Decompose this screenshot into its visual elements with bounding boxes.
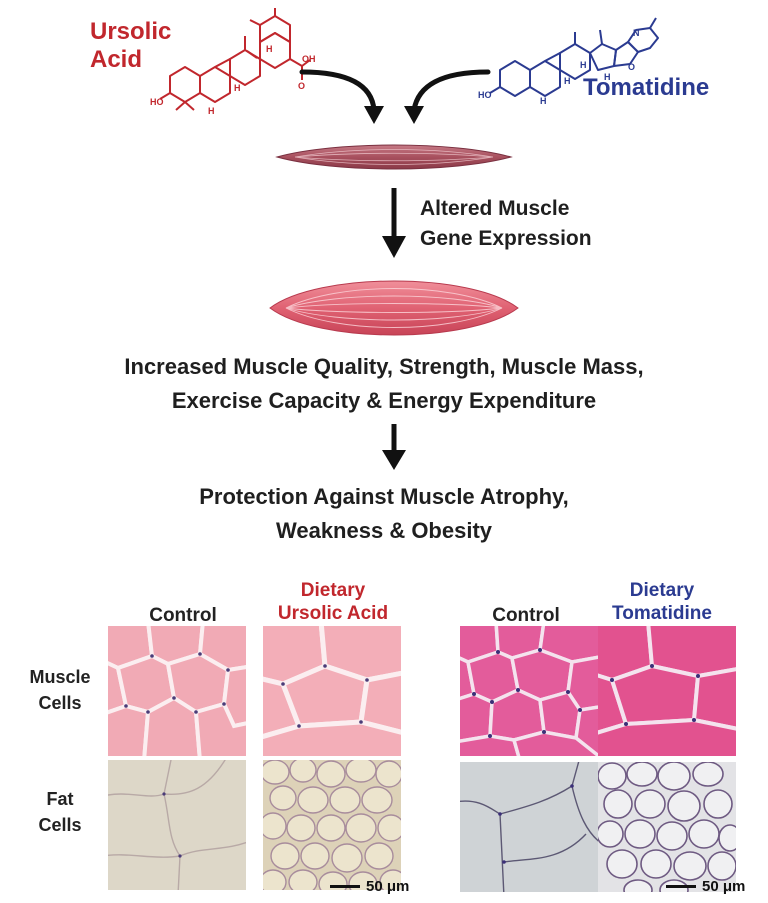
tomatidine-title: Tomatidine: [583, 74, 710, 101]
fat-cells-line1: Fat: [46, 789, 74, 809]
left-treatment-header: Dietary Ursolic Acid: [253, 579, 413, 625]
ursolic-h-label-2: H: [234, 83, 241, 93]
muscle-cells-row-label: Muscle Cells: [15, 664, 105, 716]
tomatidine-n-label: N: [633, 28, 640, 38]
right-scale-label: 50 μm: [702, 878, 746, 895]
right-scale-bar: 50 μm: [666, 878, 745, 895]
ursolic-h-label-1: H: [208, 106, 215, 116]
muscle-after-icon: [269, 280, 519, 336]
tomatidine-h-label-3: H: [580, 60, 587, 70]
outcome-increased-muscle: Increased Muscle Quality, Strength, Musc…: [0, 350, 768, 418]
fat-control-right-image: [460, 762, 598, 892]
right-control-header: Control: [492, 605, 560, 626]
left-scale-bar: 50 μm: [330, 878, 409, 895]
right-treatment-line2: Tomatidine: [612, 603, 712, 624]
right-scale-line: [666, 885, 696, 888]
outcome-protection: Protection Against Muscle Atrophy, Weakn…: [0, 480, 768, 548]
muscle-ursolic-image: [263, 626, 401, 756]
ursolic-h-label-3: H: [266, 44, 273, 54]
muscle-control-right-image: [460, 626, 598, 756]
left-treatment-line1: Dietary: [300, 580, 366, 601]
tomatidine-o-label: O: [628, 62, 635, 72]
ursolic-acid-title: Ursolic Acid: [90, 18, 171, 74]
ursolic-acid-oh-label: OH: [302, 54, 316, 64]
fat-cells-line2: Cells: [38, 815, 82, 835]
outcome1-line2: Exercise Capacity & Energy Expenditure: [171, 388, 597, 413]
tomatidine-hydroxyl-label: HO: [478, 90, 492, 100]
gene-expression-line2: Gene Expression: [420, 227, 592, 250]
outcome2-line1: Protection Against Muscle Atrophy,: [199, 484, 569, 509]
fat-control-left-image: [108, 760, 246, 890]
compound-arrows: [299, 69, 491, 124]
fat-ursolic-image: [263, 760, 401, 890]
down-arrow-1: [382, 188, 406, 258]
muscle-cells-line1: Muscle: [29, 667, 91, 687]
gene-expression-label: Altered Muscle Gene Expression: [420, 194, 592, 254]
left-scale-label: 50 μm: [366, 878, 410, 895]
left-treatment-line2: Ursolic Acid: [277, 603, 389, 624]
left-control-header: Control: [149, 605, 217, 626]
muscle-tomatidine-image: [598, 626, 736, 756]
muscle-cells-line2: Cells: [38, 693, 82, 713]
gene-expression-line1: Altered Muscle: [420, 197, 570, 220]
ursolic-acid-title-line1: Ursolic: [90, 18, 172, 45]
down-arrow-2: [382, 424, 406, 470]
left-scale-line: [330, 885, 360, 888]
muscle-before-icon: [275, 144, 513, 170]
tomatidine-h-label-2: H: [564, 76, 571, 86]
right-treatment-header: Dietary Tomatidine: [582, 579, 742, 625]
ursolic-hydroxyl-label: HO: [150, 97, 164, 107]
tomatidine-h-label-4: H: [604, 72, 611, 82]
tomatidine-h-label-1: H: [540, 96, 547, 104]
ursolic-carbonyl-o-label: O: [298, 81, 305, 91]
tomatidine-structure: HO N O H H H H: [478, 17, 659, 104]
fat-tomatidine-image: [598, 762, 736, 892]
outcome1-line1: Increased Muscle Quality, Strength, Musc…: [124, 354, 644, 379]
ursolic-acid-structure: HO OH O H H H: [150, 8, 316, 116]
fat-cells-row-label: Fat Cells: [15, 786, 105, 838]
outcome2-line2: Weakness & Obesity: [275, 518, 493, 543]
right-treatment-line1: Dietary: [629, 580, 695, 601]
muscle-control-left-image: [108, 626, 246, 756]
ursolic-acid-title-line2: Acid: [90, 46, 143, 73]
